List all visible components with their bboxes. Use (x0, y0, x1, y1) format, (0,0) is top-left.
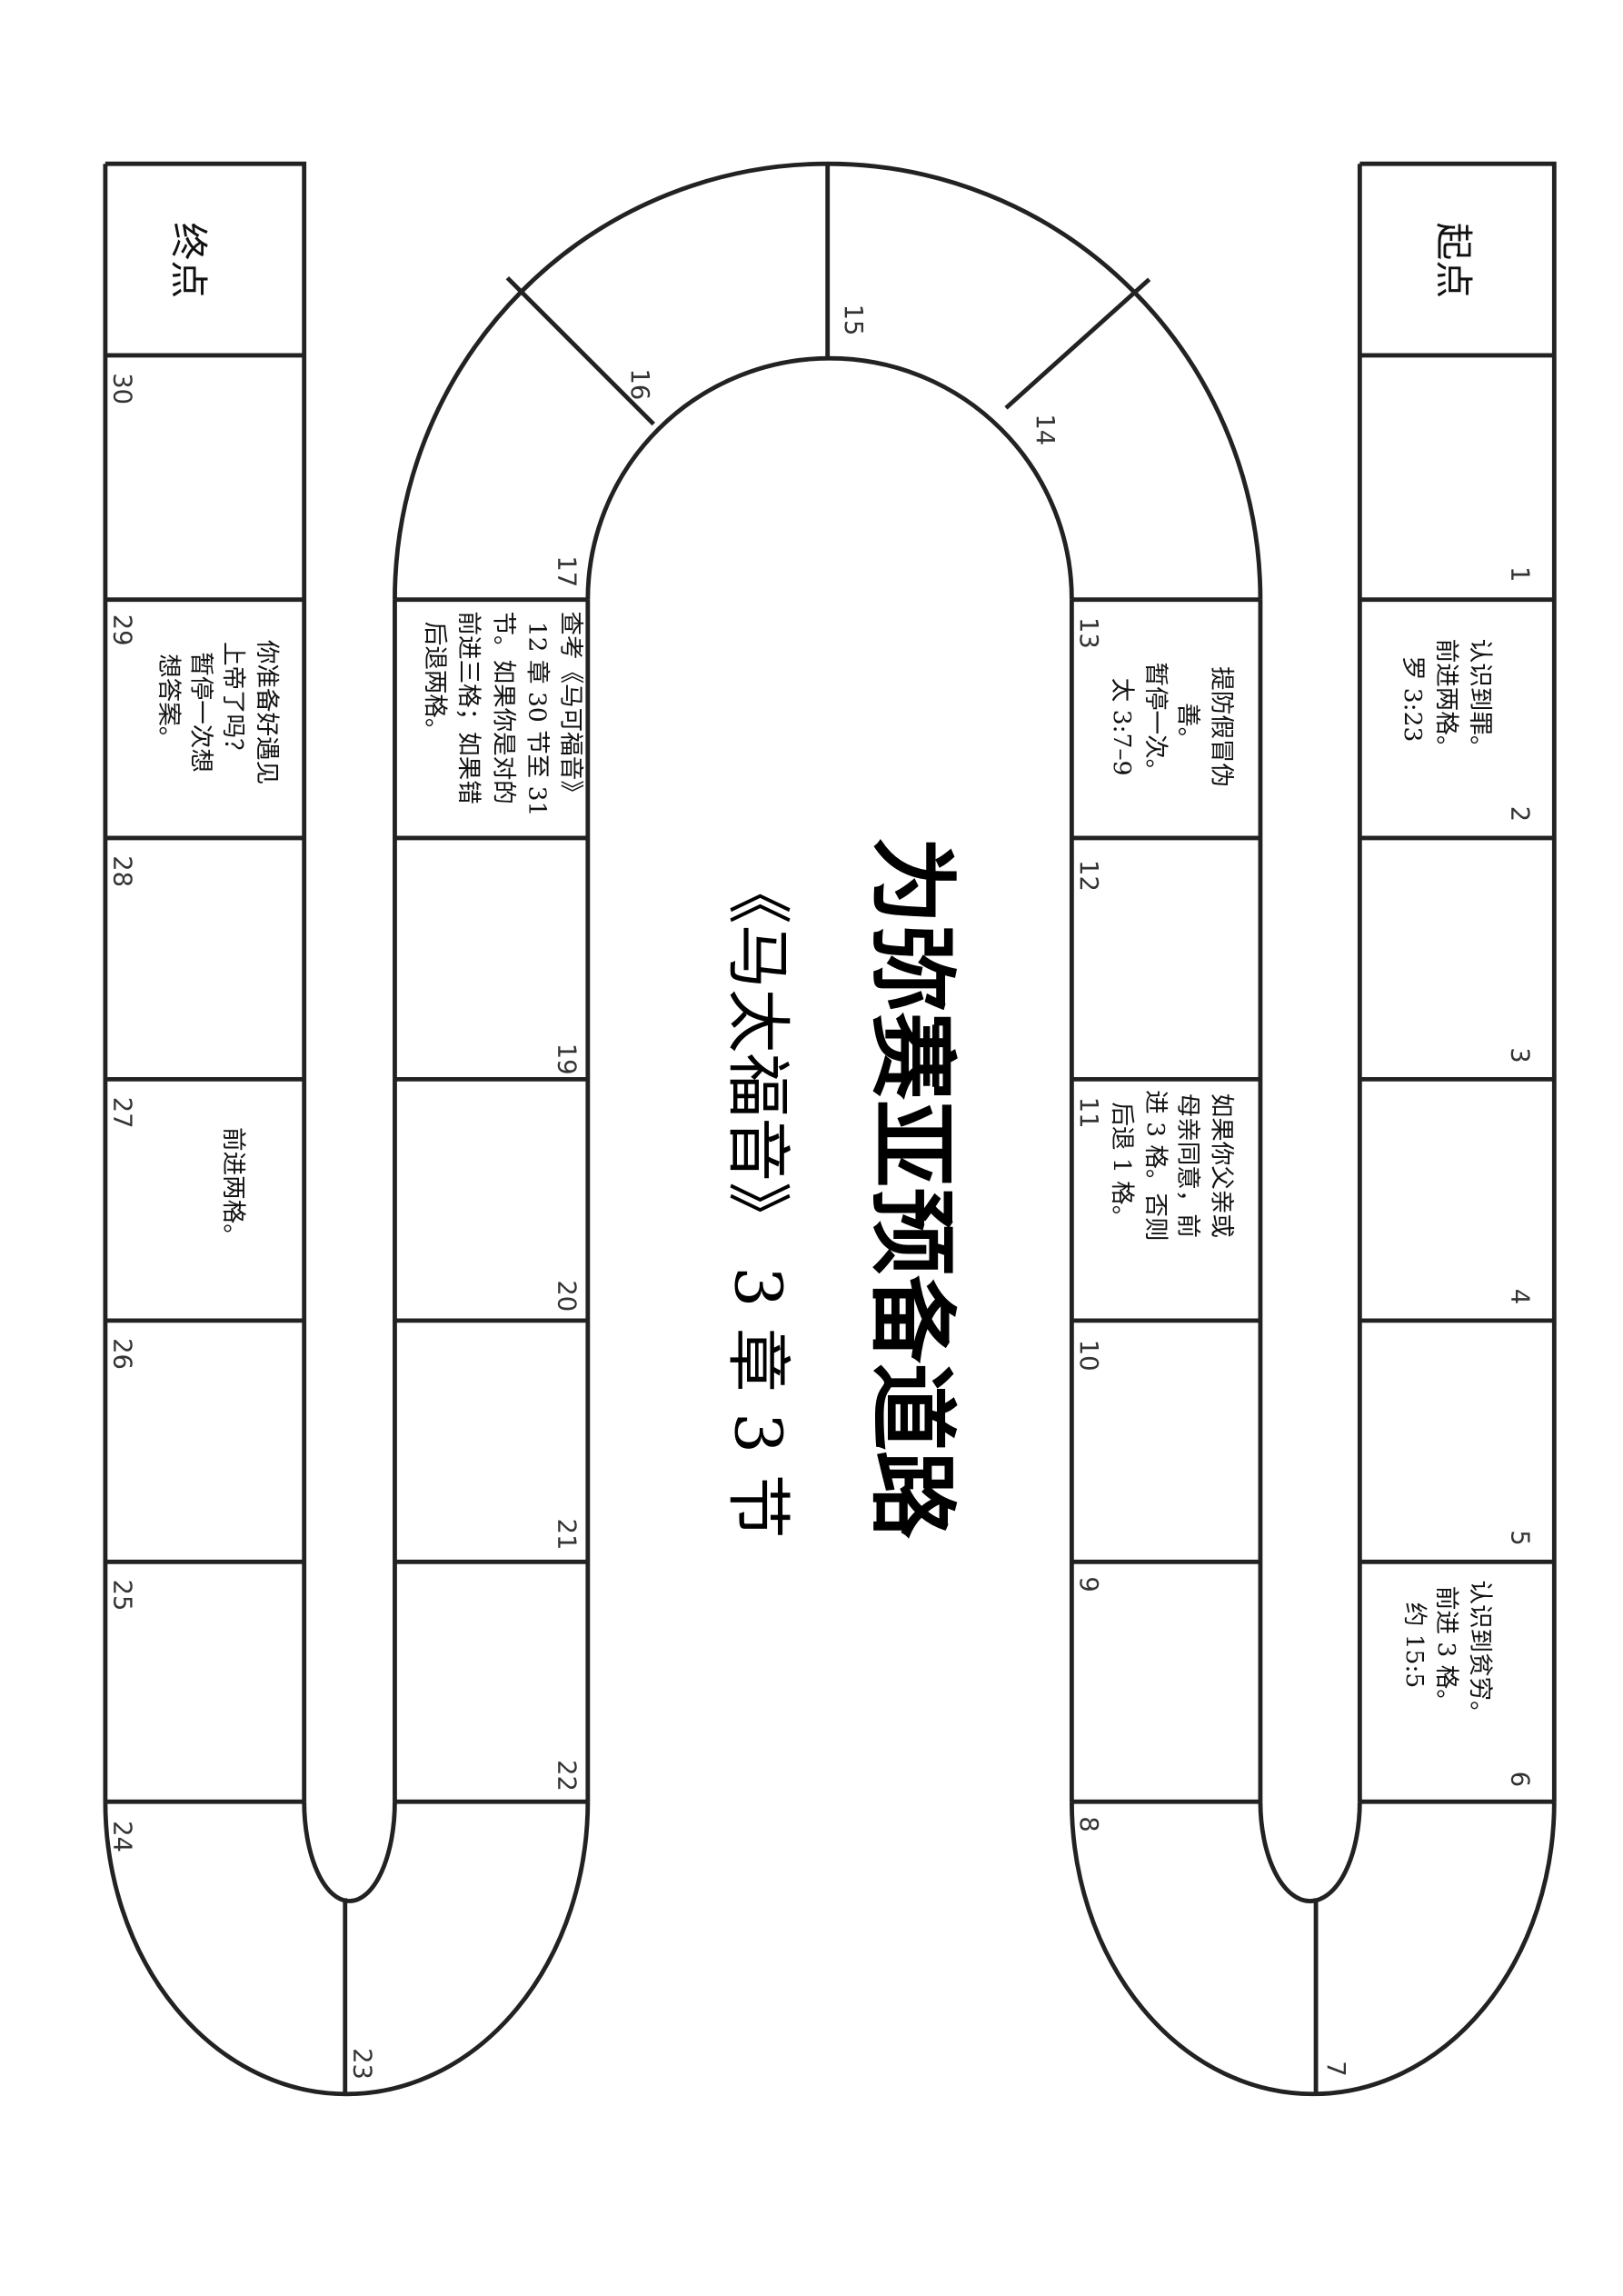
square-27-instruction: 前进两格。 (219, 1127, 247, 1248)
square-number: 26 (108, 1338, 136, 1370)
square-18-instruction: 查考《马可福音》 12 章 30 节至 31 节。如果你是对的 前进三格；如果错… (421, 612, 585, 817)
square-number: 1 (1506, 566, 1534, 582)
instruction-line: 前进三格；如果错 (454, 612, 483, 804)
track-outline (103, 161, 1557, 2097)
square-number: 2 (1506, 806, 1534, 822)
square-number: 13 (1074, 617, 1102, 649)
square-numbers: 1 2 3 4 5 6 7 8 9 10 11 12 13 14 15 16 1… (108, 304, 1534, 2080)
square-number: 9 (1074, 1576, 1102, 1592)
instruction-line: 约 15:5 (1400, 1602, 1429, 1689)
square-number: 4 (1506, 1289, 1534, 1304)
instruction-line: 后退 1 格。 (1108, 1102, 1136, 1229)
instruction-line: 前进 3 格。 (1432, 1586, 1460, 1713)
instruction-line: 后退两格。 (421, 622, 449, 743)
instruction-line: 暂停一次想 (186, 652, 214, 773)
end-label: 终点 (166, 223, 211, 299)
instruction-line: 查考《马可福音》 (556, 612, 584, 804)
square-number: 15 (839, 304, 867, 336)
instruction-line: 上帝了吗？ (219, 642, 247, 763)
square-11-instruction: 如果你父亲或 母亲同意，前 进 3 格。否则 后退 1 格。 (1108, 1090, 1235, 1241)
square-number: 6 (1506, 1772, 1534, 1787)
instruction-line: 认识到贫穷。 (1466, 1580, 1494, 1724)
instruction-line: 前进两格。 (1432, 639, 1460, 760)
square-number: 29 (108, 614, 136, 646)
square-number: 22 (553, 1760, 581, 1792)
instruction-line: 善。 (1173, 703, 1201, 751)
square-number: 10 (1074, 1340, 1102, 1372)
square-number: 30 (108, 373, 136, 404)
square-number: 19 (553, 1043, 581, 1075)
instruction-line: 罗 3:23 (1399, 656, 1427, 743)
instruction-line: 节。如果你是对的 (489, 612, 517, 804)
square-number: 14 (1031, 414, 1059, 445)
instruction-line: 提防假冒伪 (1207, 666, 1235, 787)
instruction-line: 想答案。 (154, 654, 183, 750)
square-number: 25 (108, 1580, 136, 1612)
square-number: 27 (108, 1097, 136, 1129)
instruction-line: 如果你父亲或 (1207, 1093, 1235, 1238)
square-number: 12 (1074, 860, 1102, 892)
square-number: 16 (625, 368, 653, 400)
square-13-instruction: 提防假冒伪 善。 暂停一次。 太 3:7–9 (1108, 662, 1235, 786)
square-number: 23 (347, 2048, 375, 2080)
square-number: 8 (1074, 1816, 1102, 1832)
instruction-line: 前进两格。 (219, 1127, 247, 1248)
square-number: 11 (1074, 1097, 1102, 1129)
square-number: 24 (108, 1821, 136, 1852)
square-number: 3 (1506, 1047, 1534, 1063)
square-number: 7 (1321, 2061, 1349, 2076)
board-title: 为弥赛亚预备道路 (861, 836, 964, 1539)
square-6-instruction: 认识到贫穷。 前进 3 格。 约 15:5 (1400, 1580, 1494, 1724)
square-number: 17 (553, 555, 581, 587)
start-label: 起点 (1431, 223, 1476, 299)
instruction-line: 母亲同意，前 (1173, 1093, 1201, 1238)
board-subtitle: 《马太福音》 3 章 3 节 (720, 860, 795, 1538)
square-number: 28 (108, 855, 136, 887)
instruction-line: 认识到罪。 (1466, 639, 1494, 760)
square-number: 20 (553, 1280, 581, 1312)
square-number: 21 (553, 1519, 581, 1551)
instruction-line: 12 章 30 节至 31 (523, 622, 551, 817)
square-2-instruction: 认识到罪。 前进两格。 罗 3:23 (1399, 639, 1494, 760)
square-29-instruction: 你准备好遇见 上帝了吗？ 暂停一次想 想答案。 (154, 640, 281, 784)
square-number: 5 (1506, 1530, 1534, 1545)
instruction-line: 暂停一次。 (1141, 662, 1170, 783)
instruction-line: 进 3 格。否则 (1141, 1090, 1170, 1241)
instruction-line: 太 3:7–9 (1108, 678, 1136, 776)
instruction-line: 你准备好遇见 (253, 640, 281, 784)
